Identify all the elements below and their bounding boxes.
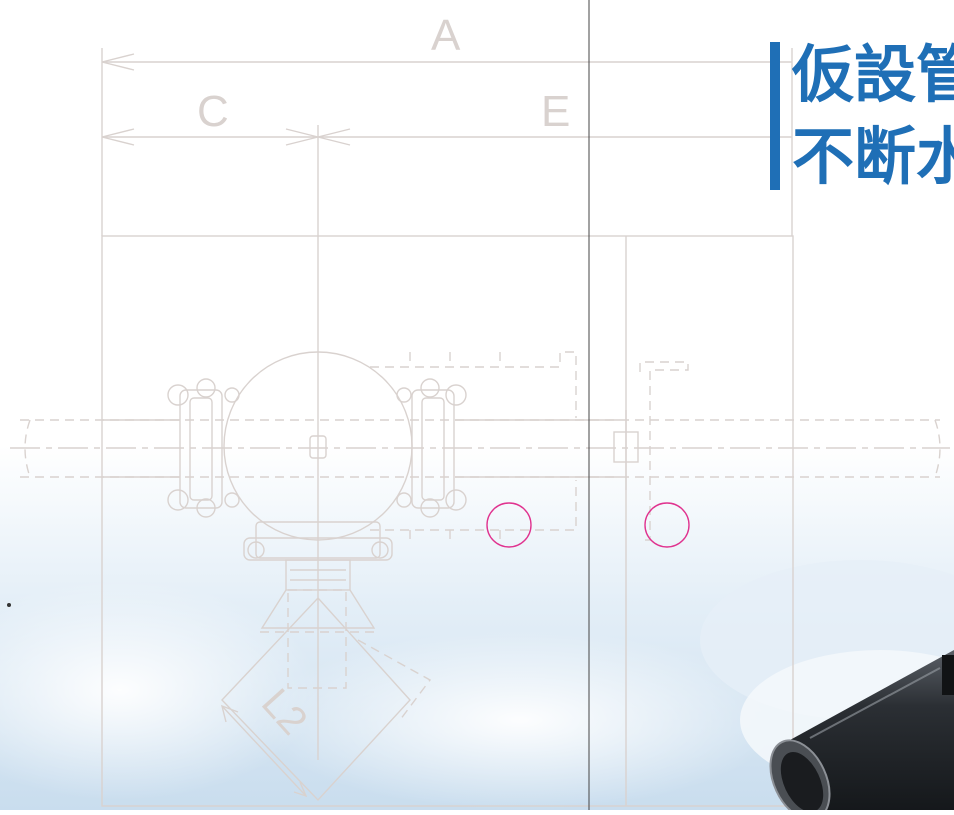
drawing-lines [10,48,950,807]
title-line-2: 不断水 [792,120,954,193]
valve-base [255,521,381,559]
dimension-label-a: A [431,11,461,60]
outline-box [101,235,794,807]
dimension-label-e: E [541,87,571,136]
right-clamp [411,389,455,509]
dimension-line-l2 [221,705,307,797]
cloud [0,580,320,800]
title-line-1: 仮設管 [792,40,954,111]
pipe-photo [769,650,954,815]
marker-circle [644,502,690,548]
cloud [260,630,780,810]
marker-circle [486,502,532,548]
dot [7,603,11,607]
title-block: 仮設管 不断水 [792,40,954,200]
left-clamp [179,389,223,509]
valve-center [309,435,327,459]
arrow-head [101,128,135,146]
operating-area-square [221,596,411,802]
dimension-label-c: C [197,87,229,136]
title-accent-bar [770,42,780,190]
